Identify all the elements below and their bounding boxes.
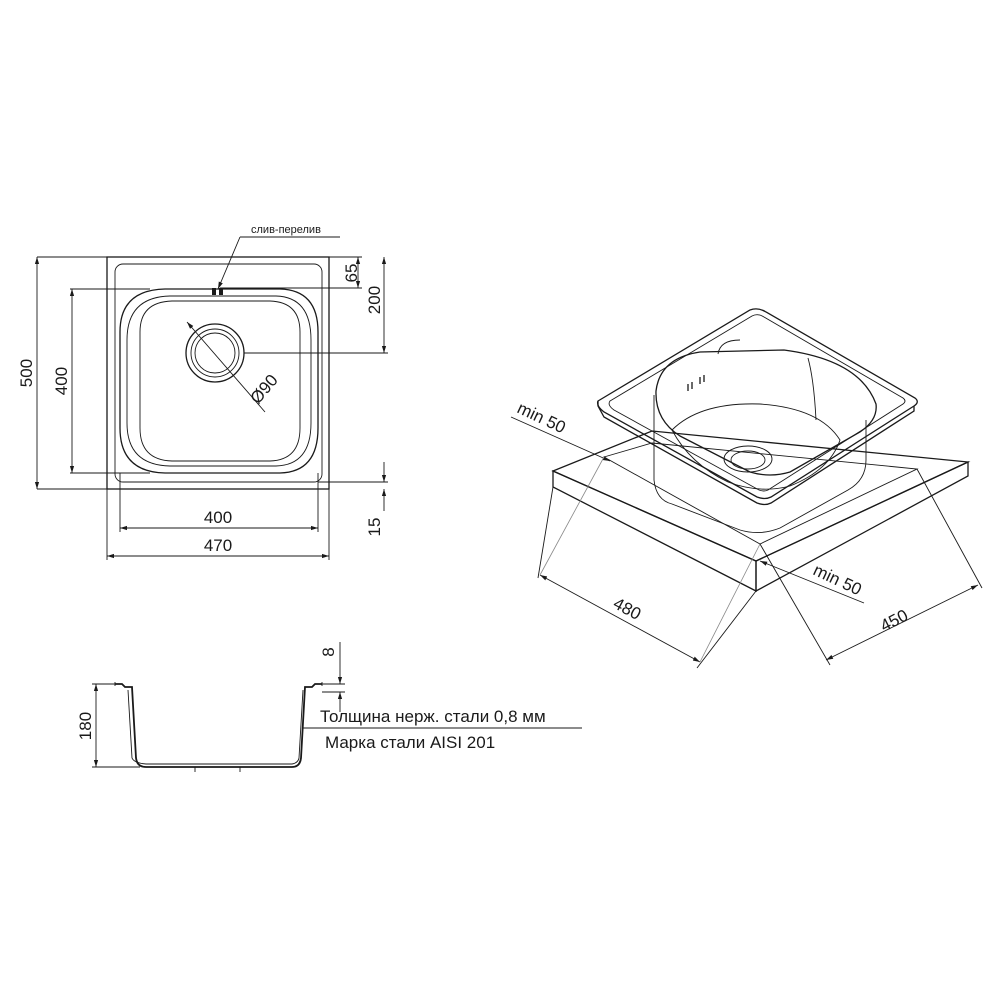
iso-bowl-floor xyxy=(671,403,841,490)
top-view: Ø90 слив-перелив 500 400 65 200 15 4 xyxy=(17,224,388,560)
dim-400h-label: 400 xyxy=(204,508,232,527)
sink-outer-rim xyxy=(106,256,330,490)
diameter-leader xyxy=(186,321,266,413)
iso-sink-rim-inner xyxy=(608,314,906,492)
note-thickness: Толщина нерж. стали 0,8 мм xyxy=(320,707,546,726)
dim-8-label: 8 xyxy=(319,647,338,656)
note-steel-grade: Марка стали AISI 201 xyxy=(325,733,495,752)
min50-left-leader xyxy=(510,416,611,462)
min50-left-label: min 50 xyxy=(514,398,568,437)
dim-400v-label: 400 xyxy=(52,367,71,395)
countertop-top xyxy=(551,430,971,562)
ext-line xyxy=(696,590,757,669)
drain-inner-circle xyxy=(194,332,236,374)
dim-480-label: 480 xyxy=(610,594,644,624)
drain-overflow-label: слив-перелив xyxy=(251,224,321,236)
ext-line xyxy=(759,543,831,666)
bowl-inner-outline xyxy=(126,295,312,467)
iso-bowl-opening xyxy=(655,349,877,476)
iso-view: min 50 min 50 480 450 xyxy=(510,308,983,669)
drain-label-leader xyxy=(217,236,241,290)
dim-200-label: 200 xyxy=(365,286,384,314)
side-view: 180 8 Толщина нерж. стали 0,8 мм Марка с… xyxy=(76,642,582,772)
dim-line-450 xyxy=(825,584,979,661)
iso-sink-rim-edge xyxy=(597,401,915,506)
bowl-outline xyxy=(119,288,319,474)
sink-inner-rim xyxy=(114,263,323,483)
dim-450-label: 450 xyxy=(877,606,911,636)
dim-65-label: 65 xyxy=(342,264,361,283)
drain-mid-circle xyxy=(190,328,240,378)
dim-470-label: 470 xyxy=(204,536,232,555)
iso-drain-outer xyxy=(723,445,773,473)
ext-line xyxy=(539,456,605,576)
sink-side-profile xyxy=(115,683,322,768)
bowl-floor xyxy=(139,300,301,462)
min50-right-label: min 50 xyxy=(810,560,864,599)
countertop-front-right xyxy=(755,460,969,593)
sink-side-inner xyxy=(127,689,304,765)
iso-drain-inner xyxy=(730,450,766,470)
ext-line xyxy=(537,486,554,579)
iso-bowl-corner-left xyxy=(717,339,741,355)
iso-bowl-wall xyxy=(653,395,867,533)
overflow-hole-icon xyxy=(219,288,223,295)
iso-bowl-corner-right xyxy=(807,357,817,421)
ext-line xyxy=(916,468,983,589)
overflow-hole-icon xyxy=(212,288,216,295)
dim-15-label: 15 xyxy=(365,518,384,537)
dim-180-label: 180 xyxy=(76,712,95,740)
dim-500-label: 500 xyxy=(17,359,36,387)
ext-line xyxy=(699,543,761,663)
dim-line-480 xyxy=(539,574,701,663)
drain-diameter-label: Ø90 xyxy=(247,371,282,408)
countertop-front-left xyxy=(552,470,757,593)
